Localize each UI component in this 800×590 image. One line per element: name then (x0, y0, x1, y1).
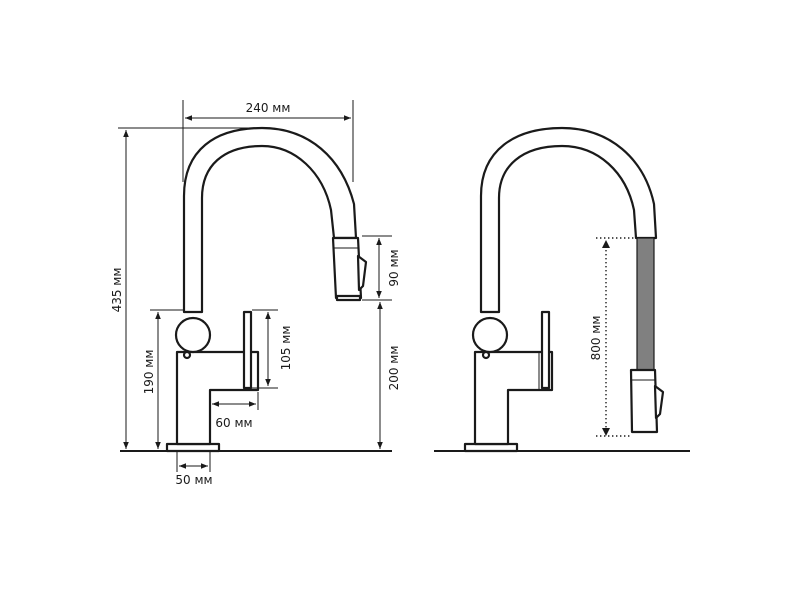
left-hub-screw (182, 350, 192, 360)
dim-label-105: 105 мм (279, 326, 293, 371)
dim-label-240: 240 мм (246, 101, 291, 115)
dim-label-50: 50 мм (175, 473, 212, 487)
dim-800-arrow-bottom (602, 428, 610, 436)
dim-label-190: 190 мм (142, 350, 156, 395)
dim-label-200: 200 мм (387, 346, 401, 391)
left-spray-head (331, 236, 363, 300)
right-spray-head (629, 368, 659, 434)
left-lever (242, 310, 253, 390)
left-spout-tube (182, 126, 358, 314)
left-hub (174, 316, 212, 354)
left-faucet-body (175, 350, 260, 446)
dim-800-arrow-top (602, 240, 610, 248)
right-spout-tube (479, 126, 658, 314)
right-faucet: 800 мм (434, 126, 690, 453)
left-head-nozzle (335, 294, 362, 302)
dim-label-90: 90 мм (387, 249, 401, 286)
pull-out-hose (636, 237, 655, 371)
right-lever (540, 310, 551, 390)
right-head-button (653, 384, 665, 420)
dim-label-800: 800 мм (589, 316, 603, 361)
left-faucet: 240 мм 435 мм 190 мм 90 мм 200 мм 105 мм… (110, 100, 401, 487)
right-hub-screw (481, 350, 491, 360)
dim-label-435: 435 мм (110, 268, 124, 313)
dim-label-60: 60 мм (215, 416, 252, 430)
right-hub (471, 316, 509, 354)
right-faucet-body (473, 350, 554, 446)
left-head-button (356, 254, 368, 292)
